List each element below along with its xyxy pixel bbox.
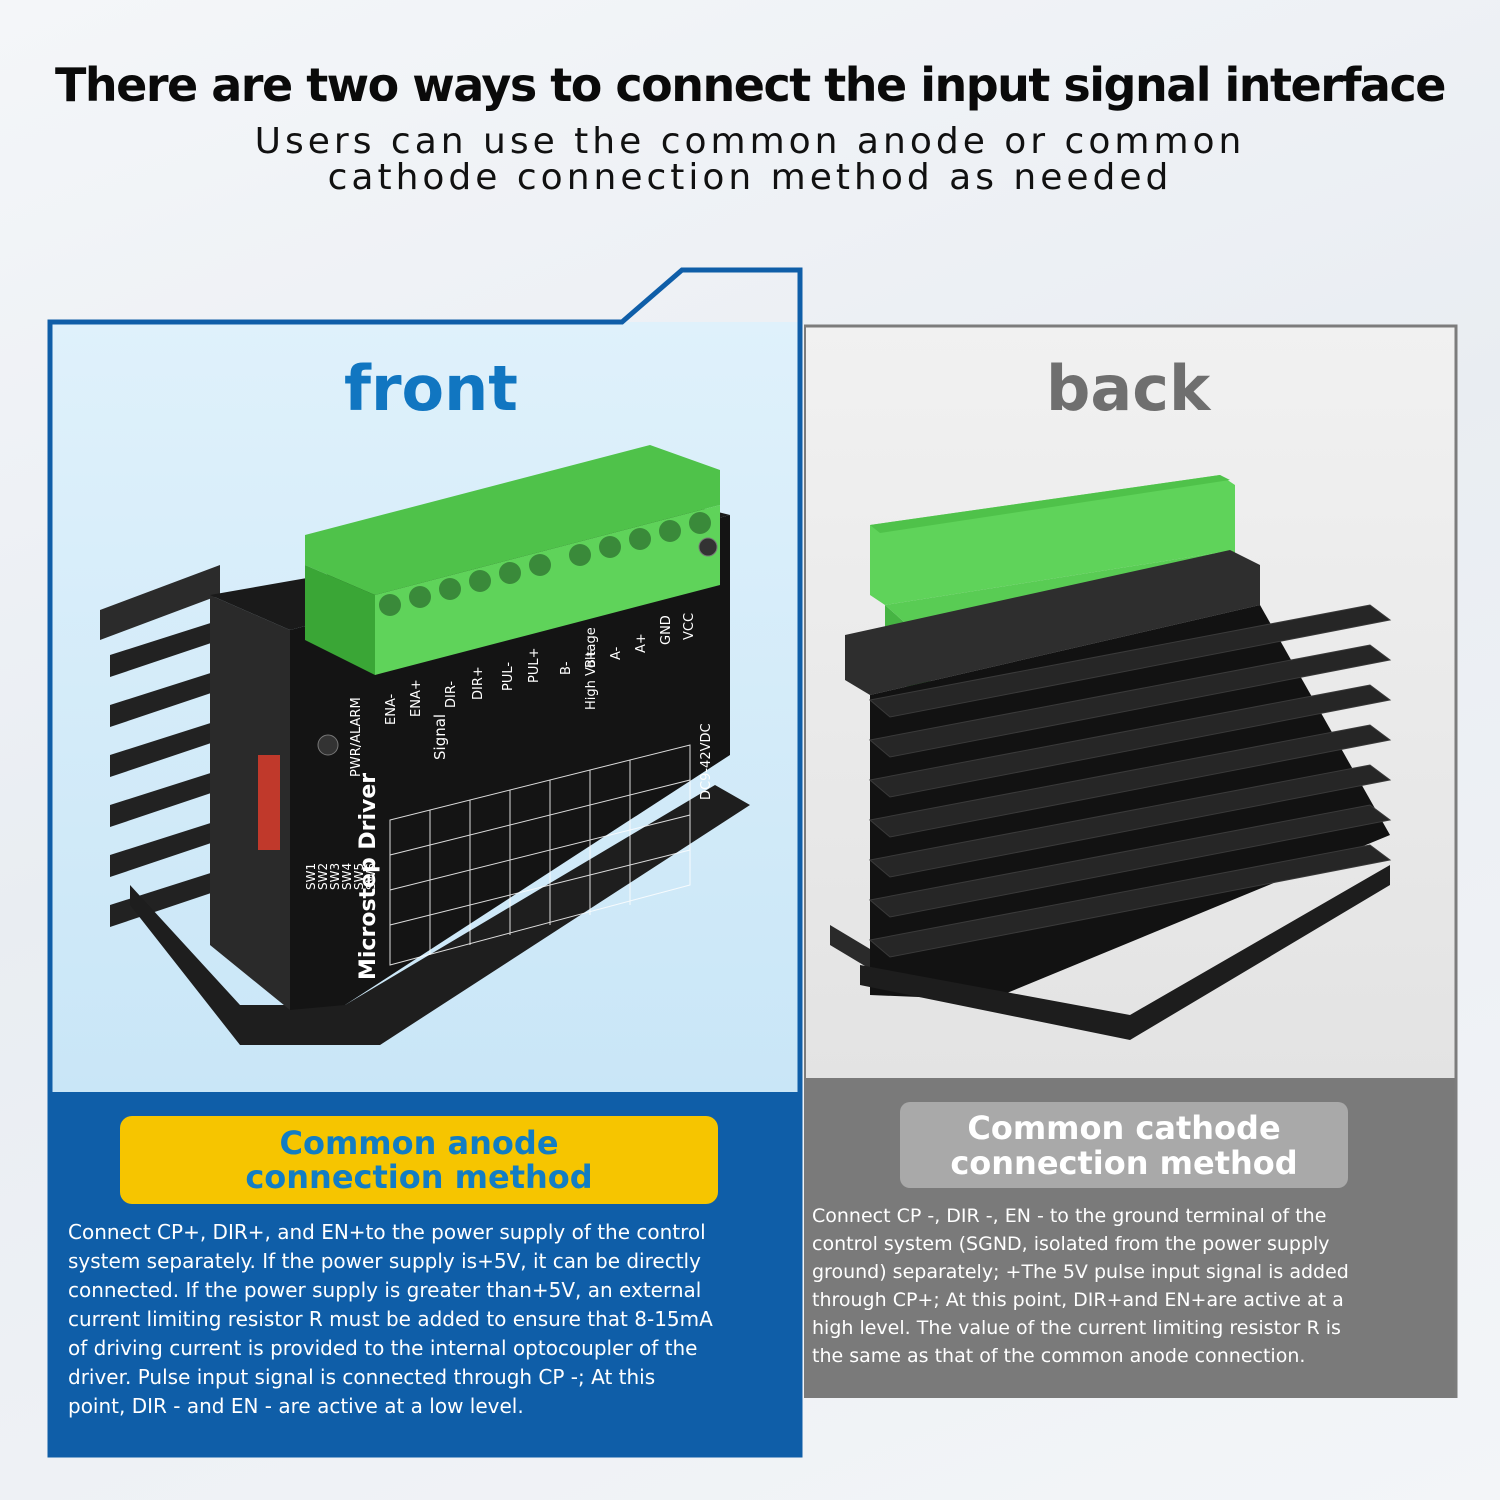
- subtitle-line-2: cathode connection method as needed: [327, 157, 1173, 198]
- board-switch-2: SW2: [316, 863, 330, 890]
- board-switch-6: SW6: [364, 863, 378, 890]
- stepper-driver-back-image: [830, 475, 1392, 1040]
- anode-title-line-2: connection method: [245, 1158, 593, 1196]
- common-cathode-description: Connect CP -, DIR -, EN - to the ground …: [812, 1202, 1452, 1370]
- screw-icon: [317, 734, 339, 756]
- common-anode-badge: Common anode connection method: [120, 1116, 718, 1204]
- board-terminal-a-plus: A+: [634, 633, 649, 653]
- anode-desc-line: driver. Pulse input signal is connected …: [68, 1365, 656, 1389]
- stepper-driver-front-image: Microstep Driver PWR/ALARM Signal High V…: [100, 445, 750, 1045]
- anode-desc-line: point, DIR - and EN - are active at a lo…: [68, 1394, 524, 1418]
- screw-icon: [698, 537, 718, 557]
- cathode-desc-line: through CP+; At this point, DIR+and EN+a…: [812, 1289, 1344, 1311]
- board-switch-3: SW3: [328, 863, 342, 890]
- cathode-desc-line: the same as that of the common anode con…: [812, 1345, 1306, 1367]
- anode-desc-line: current limiting resistor R must be adde…: [68, 1307, 713, 1331]
- board-labels: Microstep Driver PWR/ALARM Signal High V…: [304, 613, 714, 980]
- cathode-desc-line: Connect CP -, DIR -, EN - to the ground …: [812, 1205, 1327, 1227]
- board-terminal-pul-plus: PUL+: [527, 648, 542, 684]
- board-terminal-gnd: GND: [659, 615, 674, 645]
- terminal-block: [305, 445, 720, 675]
- board-name: Microstep Driver: [356, 773, 381, 980]
- board-terminal-dir-plus: DIR+: [471, 666, 486, 700]
- cathode-title-line-1: Common cathode: [967, 1109, 1281, 1147]
- board-terminal-ena-minus: ENA-: [384, 693, 399, 725]
- cathode-desc-line: control system (SGND, isolated from the …: [812, 1233, 1330, 1255]
- board-pwr-label: PWR/ALARM: [349, 697, 364, 777]
- anode-desc-line: Connect CP+, DIR+, and EN+to the power s…: [68, 1220, 706, 1244]
- anode-title-line-1: Common anode: [279, 1124, 559, 1162]
- board-terminal-ena-plus: ENA+: [409, 679, 424, 717]
- heatsink-fins: [100, 565, 220, 927]
- front-label: front: [344, 352, 518, 425]
- board-switch-5: SW5: [352, 863, 366, 890]
- board-signal-label: Signal: [431, 714, 449, 760]
- subtitle-line-1: Users can use the common anode or common: [254, 121, 1246, 162]
- anode-desc-line: of driving current is provided to the in…: [68, 1336, 698, 1360]
- page-title: There are two ways to connect the input …: [55, 58, 1446, 112]
- common-anode-description: Connect CP+, DIR+, and EN+to the power s…: [68, 1218, 778, 1421]
- board-terminal-dir-minus: DIR-: [444, 681, 459, 708]
- anode-desc-line: system separately. If the power supply i…: [68, 1249, 701, 1273]
- settings-table: [389, 744, 691, 966]
- board-switch-1: SW1: [304, 863, 318, 890]
- dip-switch: [258, 755, 280, 850]
- cathode-desc-line: high level. The value of the current lim…: [812, 1317, 1341, 1339]
- board-terminal-b-minus: B-: [559, 661, 574, 675]
- common-cathode-badge: Common cathode connection method: [900, 1102, 1348, 1188]
- back-label: back: [1046, 352, 1211, 425]
- anode-desc-line: connected. If the power supply is greate…: [68, 1278, 702, 1302]
- board-terminal-pul-minus: PUL-: [501, 662, 516, 691]
- cathode-desc-line: ground) separately; +The 5V pulse input …: [812, 1261, 1349, 1283]
- board-high-voltage-label: High Voltage: [584, 627, 599, 710]
- board-terminal-b-plus: B+: [584, 648, 599, 668]
- heatsink-fins: [868, 604, 1392, 958]
- page-subtitle: Users can use the common anode or common…: [0, 124, 1500, 196]
- board-switch-4: SW4: [340, 863, 354, 890]
- board-terminal-a-minus: A-: [609, 646, 624, 660]
- board-voltage-label: DC9-42VDC: [699, 723, 714, 800]
- cathode-title-line-2: connection method: [950, 1144, 1298, 1182]
- board-terminal-vcc: VCC: [682, 613, 697, 640]
